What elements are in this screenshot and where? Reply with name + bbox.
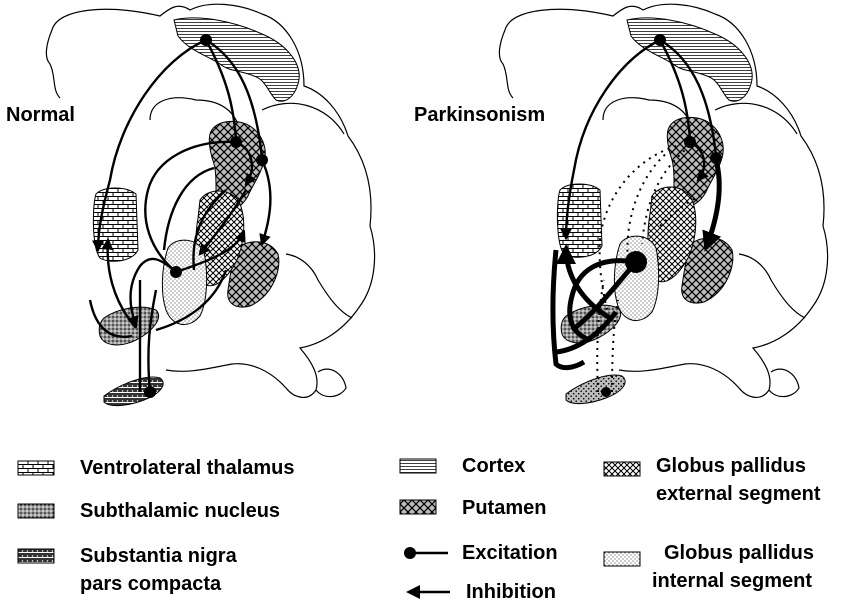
legend-gpe-line2: external segment <box>656 482 821 506</box>
brain-lower-outline <box>739 254 805 397</box>
legend-substantia-nigra-line1: Substantia nigra <box>80 544 237 568</box>
legend-inhibition: Inhibition <box>466 580 556 604</box>
brain-lower-outline <box>286 254 352 397</box>
legend-gpi-line1: Globus pallidus <box>664 541 814 565</box>
substantia-nigra-region <box>566 375 625 404</box>
legend-gpe-line1: Globus pallidus <box>656 454 806 478</box>
normal-panel-title: Normal <box>6 104 75 127</box>
parkinsonism-panel-title: Parkinsonism <box>414 104 545 127</box>
legend-substantia-nigra-line2: pars compacta <box>80 572 221 596</box>
legend-ventrolateral-thalamus: Ventrolateral thalamus <box>80 456 295 480</box>
legend-excitation: Excitation <box>462 541 558 565</box>
legend-gpe-swatch <box>604 462 640 476</box>
legend-stn-swatch <box>18 504 54 518</box>
parkinsonism-panel <box>499 4 827 403</box>
cortex-region <box>627 18 752 101</box>
legend-subthalamic-nucleus: Subthalamic nucleus <box>80 499 280 523</box>
legend-gpi-line2: internal segment <box>652 569 812 593</box>
cortex-region <box>174 18 299 101</box>
legend-thalamus-swatch <box>18 461 54 475</box>
legend-snc-swatch <box>18 549 54 563</box>
legend-inhibition-symbol <box>406 585 450 599</box>
legend-putamen-swatch <box>400 500 436 514</box>
legend-cortex: Cortex <box>462 454 525 478</box>
legend-gpi-swatch <box>604 552 640 566</box>
legend-putamen: Putamen <box>462 496 546 520</box>
legend-cortex-swatch <box>400 459 436 473</box>
normal-panel <box>46 4 374 405</box>
legend-excitation-symbol <box>404 547 448 559</box>
ventrolateral-thalamus-region <box>557 184 602 257</box>
